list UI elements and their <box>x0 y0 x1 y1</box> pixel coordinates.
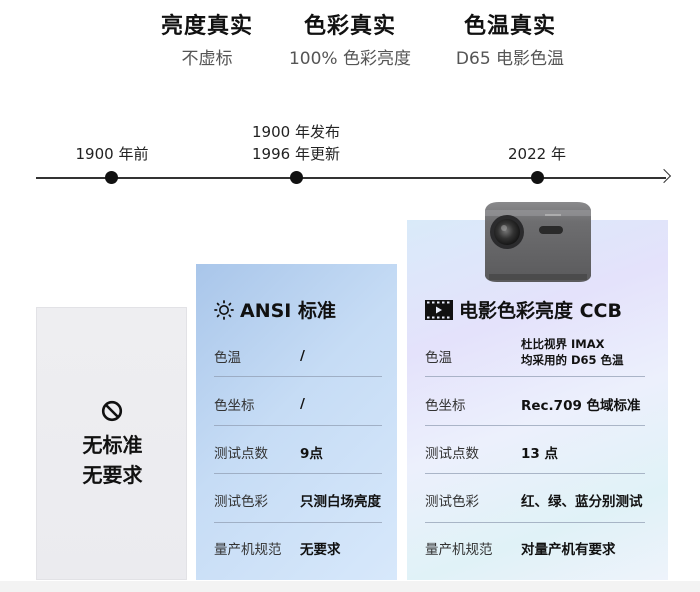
timeline-label-line: 1900 年发布 <box>252 123 340 141</box>
film-icon <box>425 299 453 320</box>
ccb-title-text: 电影色彩亮度 CCB <box>459 300 622 322</box>
row-divider <box>425 376 645 377</box>
feature-color-temp: 色温真实 D65 电影色温 <box>440 12 580 70</box>
spec-key: 测试色彩 <box>425 494 479 510</box>
spec-row: 色坐标 / <box>214 394 305 414</box>
spec-key: 色坐标 <box>425 398 466 414</box>
no-requirement-line: 无要求 <box>82 463 143 487</box>
spec-value: 红、绿、蓝分别测试 <box>521 494 643 510</box>
spec-value: 无要求 <box>300 542 341 558</box>
spec-key: 量产机规范 <box>425 542 493 558</box>
timeline-label: 1900 年前 <box>62 143 162 165</box>
spec-row: 色温 杜比视界 IMAX 均采用的 D65 色温 <box>425 337 624 367</box>
ansi-title-text: ANSI 标准 <box>240 300 336 322</box>
spec-row: 测试点数 13 点 <box>425 442 558 462</box>
feature-color: 色彩真实 100% 色彩亮度 <box>275 12 425 70</box>
spec-value: / <box>300 396 305 412</box>
row-divider <box>425 522 645 523</box>
no-standard-line: 无标准 <box>82 433 143 457</box>
feature-subtitle: 100% 色彩亮度 <box>288 49 411 69</box>
row-divider <box>425 473 645 474</box>
row-divider <box>425 425 645 426</box>
timeline-dot <box>105 171 118 184</box>
arrow-right-icon <box>656 168 672 184</box>
row-divider <box>214 522 382 523</box>
feature-headings: 亮度真实 不虚标 色彩真实 100% 色彩亮度 色温真实 D65 电影色温 <box>0 0 700 80</box>
spec-key: 色温 <box>425 350 452 366</box>
spec-value: 对量产机有要求 <box>521 542 616 558</box>
spec-key: 测试色彩 <box>214 494 268 510</box>
spec-value: Rec.709 色域标准 <box>521 398 641 414</box>
spec-key: 色温 <box>214 350 241 366</box>
spec-row: 测试色彩 红、绿、蓝分别测试 <box>425 490 643 510</box>
timeline-label: 2022 年 <box>487 143 587 165</box>
ansi-card-title: ANSI 标准 <box>214 296 336 323</box>
timeline-label-line: 1996 年更新 <box>252 145 340 163</box>
spec-value: 9点 <box>300 446 323 462</box>
feature-brightness: 亮度真实 不虚标 <box>152 12 262 70</box>
spec-value: 杜比视界 IMAX 均采用的 D65 色温 <box>521 336 624 368</box>
spec-key: 色坐标 <box>214 398 255 414</box>
timeline-label-line: 2022 年 <box>508 145 566 163</box>
timeline-dot <box>531 171 544 184</box>
ccb-card-title: 电影色彩亮度 CCB <box>425 296 622 323</box>
timeline-axis <box>36 177 666 179</box>
spec-row: 色坐标 Rec.709 色域标准 <box>425 394 641 414</box>
timeline-label-line: 1900 年前 <box>75 145 149 163</box>
spec-key: 测试点数 <box>425 446 479 462</box>
no-standard-text: 无标准 无要求 <box>37 430 188 490</box>
spec-value: 只测白场亮度 <box>300 494 381 510</box>
spec-row: 色温 / <box>214 346 305 366</box>
no-standard-card: 无标准 无要求 <box>36 307 187 580</box>
feature-subtitle: D65 电影色温 <box>455 49 565 69</box>
row-divider <box>214 376 382 377</box>
row-divider <box>214 425 382 426</box>
feature-title: 色彩真实 <box>303 14 396 39</box>
feature-title: 色温真实 <box>463 14 556 39</box>
row-divider <box>214 473 382 474</box>
timeline-label: 1900 年发布 1996 年更新 <box>246 121 346 165</box>
bottom-band <box>0 581 700 592</box>
ccb-standard-card: 电影色彩亮度 CCB 色温 杜比视界 IMAX 均采用的 D65 色温 色坐标 … <box>407 202 668 580</box>
spec-row: 量产机规范 无要求 <box>214 538 341 558</box>
feature-subtitle: 不虚标 <box>181 49 233 69</box>
projector-image <box>485 202 591 282</box>
spec-value-line: 均采用的 D65 色温 <box>521 353 624 367</box>
spec-row: 量产机规范 对量产机有要求 <box>425 538 616 558</box>
sun-icon <box>214 299 234 320</box>
spec-value-line: 杜比视界 IMAX <box>521 337 605 351</box>
feature-title: 亮度真实 <box>160 14 253 39</box>
ansi-standard-card: ANSI 标准 色温 / 色坐标 / 测试点数 9点 测试色彩 只测白场亮度 量… <box>196 264 397 580</box>
spec-row: 测试色彩 只测白场亮度 <box>214 490 381 510</box>
spec-key: 测试点数 <box>214 446 268 462</box>
spec-row: 测试点数 9点 <box>214 442 323 462</box>
timeline-dot <box>290 171 303 184</box>
spec-key: 量产机规范 <box>214 542 282 558</box>
prohibited-icon <box>101 400 123 422</box>
spec-value: / <box>300 348 305 364</box>
spec-value: 13 点 <box>521 446 558 462</box>
